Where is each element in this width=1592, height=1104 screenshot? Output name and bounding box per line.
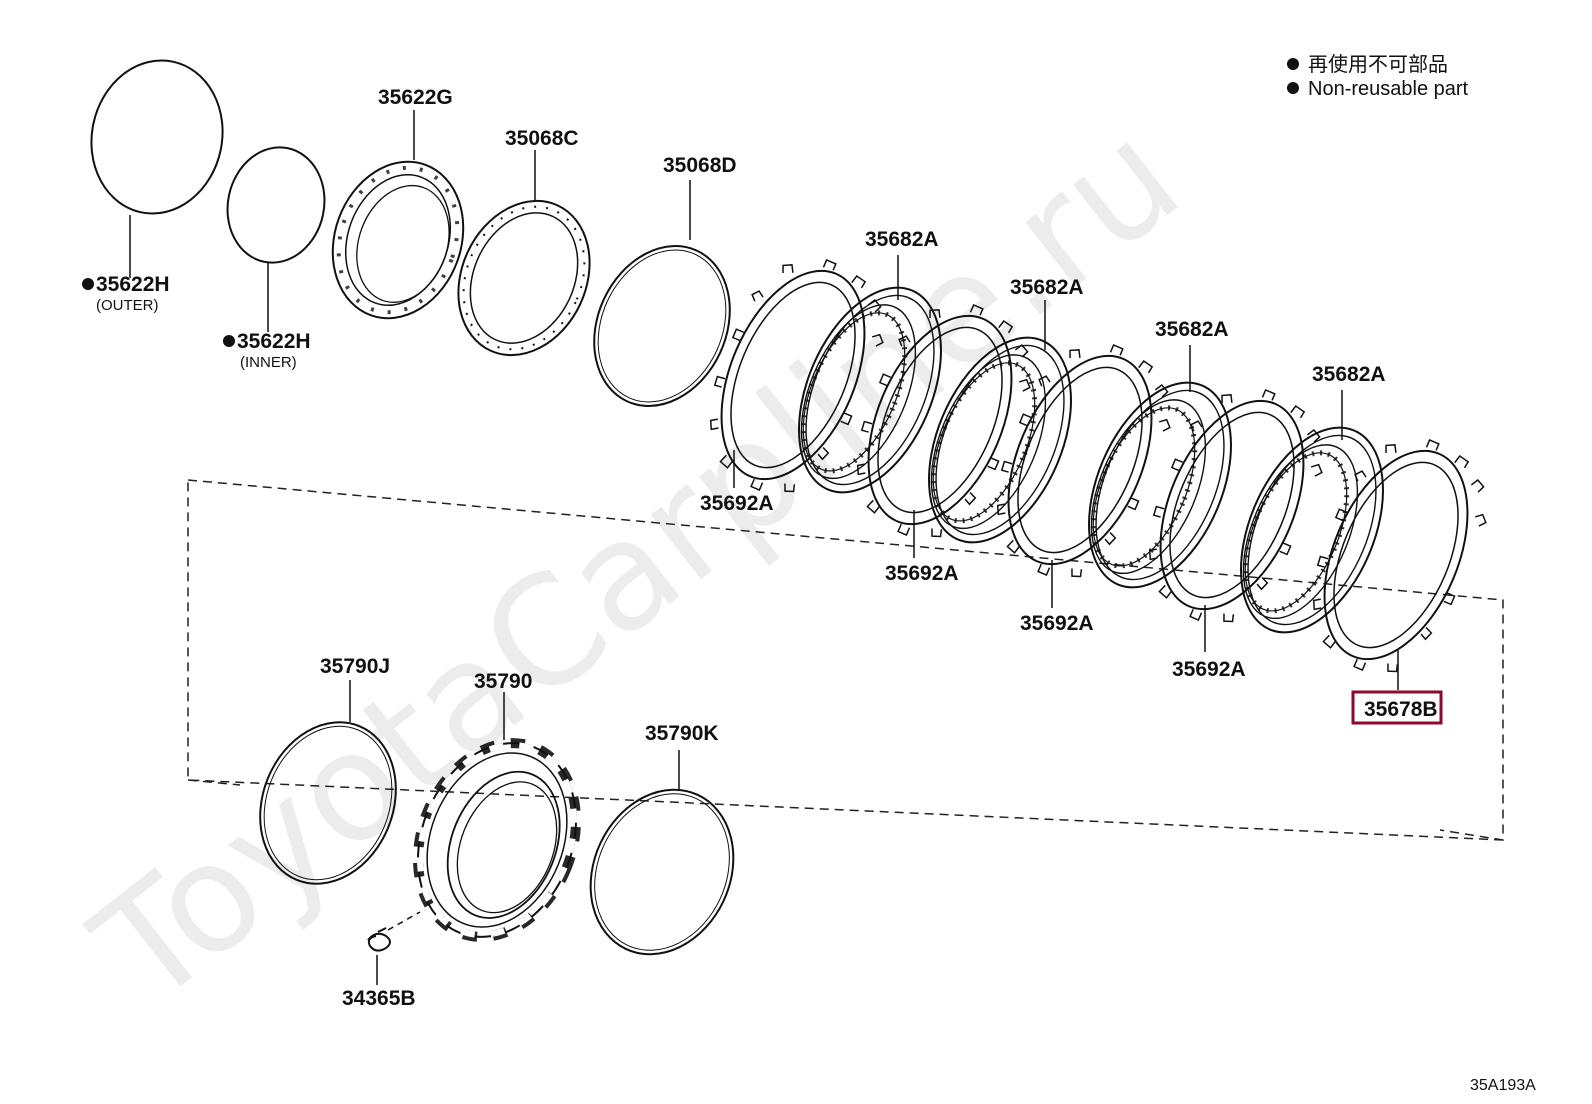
o-ring-inner-shape (226, 146, 326, 264)
flange-35678B-shape (1284, 417, 1508, 693)
legend-bullet-icon (1287, 82, 1299, 94)
label-35692A-2[interactable]: 35692A (885, 562, 959, 585)
snap-ring-35790J-shape (259, 721, 397, 885)
label-35692A-3[interactable]: 35692A (1020, 612, 1094, 635)
label-35682A-3[interactable]: 35682A (1155, 318, 1229, 341)
legend-bullet-icon (1287, 58, 1299, 70)
diagram-code: 35A193A (1470, 1077, 1536, 1094)
piston-35622G-shape (331, 160, 465, 320)
label-35622H-outer[interactable]: 35622H (96, 273, 170, 296)
snap-ring-35790K-shape (589, 788, 735, 956)
label-outer-note: (OUTER) (96, 297, 159, 314)
label-34365B[interactable]: 34365B (342, 987, 416, 1010)
label-35790[interactable]: 35790 (474, 670, 532, 693)
label-35682A-2[interactable]: 35682A (1010, 276, 1084, 299)
group-boundary-dashed (187, 479, 1504, 841)
non-reusable-bullet-icon (82, 278, 94, 290)
label-35622H-inner[interactable]: 35622H (237, 330, 311, 353)
non-reusable-bullet-icon (223, 335, 235, 347)
label-35790J[interactable]: 35790J (320, 655, 390, 678)
label-inner-note: (INNER) (240, 354, 297, 371)
disc-35692A-4-shape (1120, 367, 1344, 643)
label-35678B[interactable]: 35678B (1364, 698, 1438, 721)
highlight-box (1351, 690, 1443, 725)
label-35682A-1[interactable]: 35682A (865, 228, 939, 251)
retainer-35790-shape (413, 738, 581, 942)
label-35622G[interactable]: 35622G (378, 86, 453, 109)
spring-34365B-shape (367, 927, 391, 952)
label-35068D[interactable]: 35068D (663, 154, 737, 177)
label-35692A-1[interactable]: 35692A (700, 492, 774, 515)
watermark-text: ToyotaCarpline.ru (64, 90, 1210, 1039)
label-35068C[interactable]: 35068C (505, 127, 579, 150)
label-35682A-4[interactable]: 35682A (1312, 363, 1386, 386)
plate-35682A-4-shape (1213, 406, 1412, 653)
legend-jp: 再使用不可部品 (1308, 53, 1448, 76)
label-35790K[interactable]: 35790K (645, 722, 719, 745)
label-35692A-4[interactable]: 35692A (1172, 658, 1246, 681)
legend: 再使用不可部品 Non-reusable part (1287, 53, 1469, 100)
o-ring-outer-shape (90, 59, 224, 215)
legend-en: Non-reusable part (1308, 78, 1469, 100)
plate-35682A-3-shape (1061, 361, 1260, 608)
snap-ring-35068D-shape (593, 245, 731, 407)
